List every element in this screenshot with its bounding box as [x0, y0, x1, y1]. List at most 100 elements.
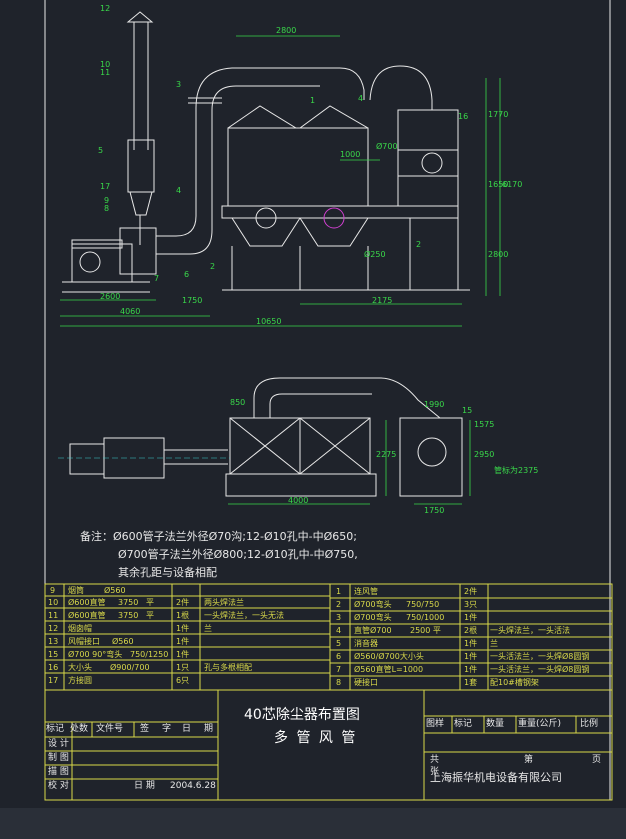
- bom-right-qty: 2件: [464, 587, 478, 596]
- bom-left-no: 9: [50, 586, 56, 595]
- dim-850: 850: [230, 398, 246, 407]
- tb-right-header: 标记: [454, 719, 473, 729]
- bom-right-name: Ø560直管L=1000: [354, 665, 424, 674]
- callout-1: 1: [310, 96, 316, 105]
- callout-3: 3: [176, 80, 182, 89]
- tb-sheet-unit: 张: [430, 767, 440, 777]
- callout-5: 5: [98, 146, 104, 155]
- tb-right-header: 数量: [486, 719, 505, 729]
- bom-right-name: Ø560/Ø700大小头: [354, 652, 424, 661]
- callout-16: 16: [458, 112, 469, 121]
- bom-left-spec: 3750: [118, 611, 139, 620]
- bom-right-name: Ø700弯头: [354, 613, 392, 622]
- tb-header: 标记: [46, 724, 65, 734]
- tb-sheet-total: 共: [430, 755, 440, 765]
- dim-1990: 1990: [424, 400, 445, 409]
- bom-left-unit: 平: [146, 598, 154, 607]
- drawing-subtitle: 多 管 风 管: [274, 730, 358, 746]
- tb-row-draw: 制 图: [48, 753, 69, 763]
- dim-1770: 1770: [488, 110, 509, 119]
- callout-2: 2: [210, 262, 216, 271]
- bom-right-qty: 1件: [464, 652, 478, 661]
- bom-left-no: 12: [48, 624, 59, 633]
- tb-row-check: 校 对: [48, 781, 69, 791]
- bom-right-spec: 750/750: [406, 600, 440, 609]
- bom-right-remark: 一头活法兰，一头焊Ø8圆钢: [490, 652, 590, 661]
- bom-left-name: Ø600直管: [68, 611, 106, 620]
- dim-1575: 1575: [474, 420, 495, 429]
- dim-1650: 1650: [488, 180, 509, 189]
- tb-date-value: 2004.6.28: [170, 781, 216, 791]
- side-label: 管标为2375: [494, 466, 539, 475]
- callout-10: 10: [100, 60, 111, 69]
- bom-right-name: 硬接口: [354, 678, 378, 687]
- bom-left-remark: 孔与多根相配: [204, 663, 252, 672]
- dim-d250: Ø250: [364, 250, 386, 259]
- elevation-view: [60, 11, 501, 327]
- bom-left-name: Ø700 90°弯头: [68, 650, 123, 659]
- tb-right-header: 重量(公斤): [518, 719, 562, 729]
- bom-right-name: 连风管: [354, 587, 378, 596]
- bom-left-name: Ø600直管: [68, 598, 106, 607]
- bom-left-spec: 3750: [118, 598, 139, 607]
- dim-2175: 2175: [372, 296, 393, 305]
- bom-left-spec: 750/1250: [130, 650, 169, 659]
- bom-right-spec: 2500 平: [410, 626, 441, 635]
- tb-right-header: 图样: [426, 719, 445, 729]
- bom-left-qty: 2件: [176, 598, 190, 607]
- dim-6170: 6170: [502, 180, 523, 189]
- note-line-3: 其余孔距与设备相配: [118, 566, 217, 579]
- dim-2275: 2275: [376, 450, 397, 459]
- bom-left-name: 烟筒: [68, 586, 84, 595]
- tb-header: 签: [140, 724, 150, 734]
- bom-right-spec: 750/1000: [406, 613, 445, 622]
- bom-right-qty: 1套: [464, 678, 478, 687]
- tb-header: 字: [162, 724, 172, 734]
- bom-left-name: 风帽接口: [68, 637, 100, 646]
- bom-left-qty: 1只: [176, 663, 190, 672]
- bom-left-spec: Ø560: [104, 586, 126, 595]
- bom-right-no: 7: [336, 665, 342, 674]
- bom-right-no: 3: [336, 613, 342, 622]
- dim-1000: 1000: [340, 150, 361, 159]
- dim-d700: Ø700: [376, 142, 398, 151]
- bom-right-no: 4: [336, 626, 342, 635]
- bom-left-no: 11: [48, 611, 59, 620]
- bom-left-remark: 两头焊法兰: [204, 598, 244, 607]
- callout-9: 9: [104, 196, 110, 205]
- bom-left-no: 16: [48, 663, 59, 672]
- bom-left-no: 10: [48, 598, 59, 607]
- tb-sheet-no: 第: [524, 755, 534, 765]
- bom-right-qty: 2根: [464, 626, 478, 635]
- dim-4060: 4060: [120, 307, 141, 316]
- dim-4000: 4000: [288, 496, 309, 505]
- note-line-2: Ø700管子法兰外径Ø800;12-Ø10孔中-中Ø750,: [118, 548, 358, 561]
- bom-left-qty: 1件: [176, 624, 190, 633]
- tb-sheet-page: 页: [592, 755, 602, 765]
- callout-11: 11: [100, 68, 111, 77]
- company-name: 上海振华机电设备有限公司: [430, 771, 562, 784]
- bom-right-qty: 1件: [464, 613, 478, 622]
- bom-right-remark: 兰: [490, 639, 498, 648]
- bom-right-remark: 一头活法兰，一头焊Ø8圆钢: [490, 665, 590, 674]
- tb-row-trace: 描 图: [48, 767, 69, 777]
- dim-1750-bottom: 1750: [424, 506, 445, 515]
- bom-right-remark: 一头焊法兰，一头活法: [490, 626, 570, 635]
- bom-right-no: 8: [336, 678, 342, 687]
- bom-right-qty: 1件: [464, 665, 478, 674]
- tb-right-header: 比例: [580, 719, 599, 729]
- bom-right-name: 直管Ø700: [354, 626, 392, 635]
- callout-4: 4: [176, 186, 182, 195]
- bom-right-name: Ø700弯头: [354, 600, 392, 609]
- bom-right-no: 6: [336, 652, 342, 661]
- bom-left-spec: Ø900/700: [110, 663, 150, 672]
- bom-left-name: 大小头: [68, 663, 92, 672]
- drawing-title: 40芯除尘器布置图: [244, 707, 360, 723]
- bom-left-remark: 一头焊法兰，一头无法: [204, 611, 284, 620]
- callout-8: 8: [104, 204, 110, 213]
- tb-row-design: 设 计: [48, 739, 69, 749]
- tb-header: 期: [204, 724, 214, 734]
- note-line-1: 备注：Ø600管子法兰外径Ø70沟;12-Ø10孔中-中Ø650;: [80, 530, 357, 543]
- bom-right-qty: 3只: [464, 600, 478, 609]
